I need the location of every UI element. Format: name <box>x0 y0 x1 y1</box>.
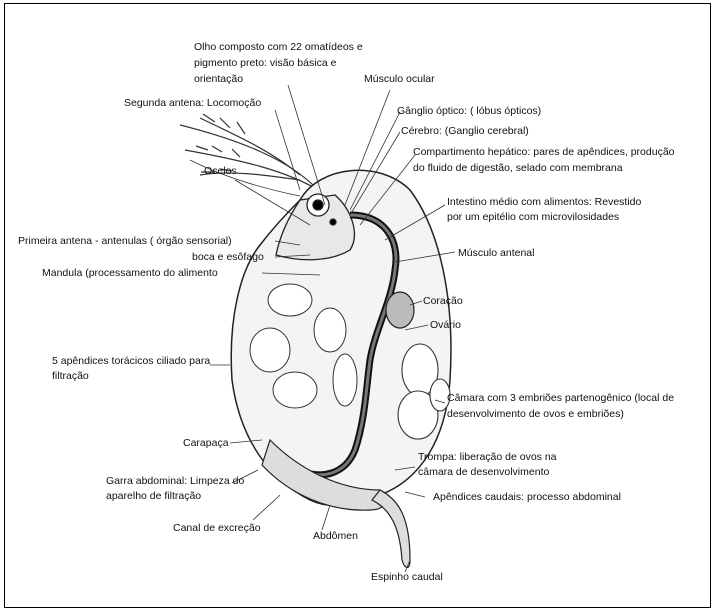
label-primeira-antena: Primeira antena - antenulas ( órgão sens… <box>18 235 232 248</box>
second-antenna-drawing <box>180 114 318 196</box>
label-ocelos: Ocelos <box>204 165 237 178</box>
label-camara-2: desenvolvimento de ovos e embriões) <box>447 408 624 421</box>
label-mandula: Mandula (processamento do alimento <box>42 267 218 280</box>
label-coracao: Coração <box>423 295 463 308</box>
heart-drawing <box>386 292 414 328</box>
label-cerebro: Cérebro: (Ganglio cerebral) <box>401 125 529 138</box>
label-compartimento-hepatico-1: Compartimento hepático: pares de apêndic… <box>413 146 675 159</box>
head-drawing <box>276 194 354 260</box>
label-musculo-antenal: Músculo antenal <box>458 247 534 260</box>
label-olho-composto-3: orientação <box>194 73 243 86</box>
label-segunda-antena: Segunda antena: Locomoção <box>124 97 261 110</box>
label-intestino-medio-2: por um epitélio com microvilosidades <box>447 211 619 224</box>
label-olho-composto-1: Olho composto com 22 omatídeos e <box>194 41 363 54</box>
label-abdomen: Abdômen <box>313 530 358 543</box>
label-carapaca: Carapaça <box>183 437 229 450</box>
label-boca: boca e esôfago <box>192 251 264 264</box>
label-apendices-caudais: Apêndices caudais: processo abdominal <box>433 491 621 504</box>
label-ganglio-optico: Gânglio óptico: ( lóbus ópticos) <box>397 105 541 118</box>
label-trompa-2: câmara de desenvolvimento <box>418 466 549 479</box>
label-musculo-ocular: Músculo ocular <box>364 73 435 86</box>
label-apendices-toracicos-2: filtração <box>52 370 89 383</box>
label-apendices-toracicos-1: 5 apêndices torácicos ciliado para <box>52 355 210 368</box>
label-camara-1: Câmara com 3 embriões partenogênico (loc… <box>447 392 674 405</box>
label-compartimento-hepatico-2: do fluido de digestão, selado com membra… <box>413 162 623 175</box>
label-espinho: Espinho caudal <box>371 571 443 584</box>
label-garra-2: aparelho de filtração <box>106 490 201 503</box>
label-intestino-medio-1: Intestino médio com alimentos: Revestido <box>447 196 641 209</box>
label-olho-composto-2: pigmento preto: visão básica e <box>194 57 336 70</box>
label-ovario: Ovário <box>430 319 461 332</box>
label-garra-1: Garra abdominal: Limpeza do <box>106 475 244 488</box>
label-trompa-1: Trompa: liberação de ovos na <box>418 451 557 464</box>
label-canal: Canal de excreção <box>173 522 261 535</box>
